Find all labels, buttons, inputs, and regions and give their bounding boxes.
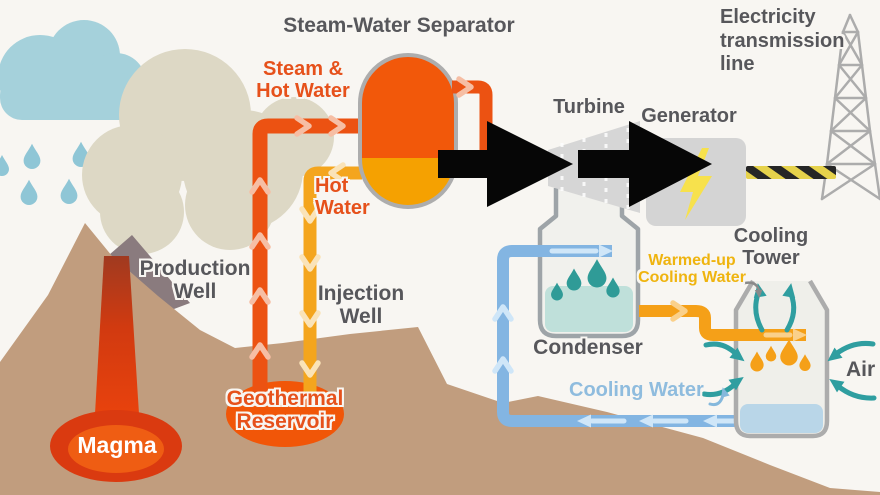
flow-arrow-1 — [438, 121, 573, 207]
separator-label: Steam-Water Separator — [283, 14, 515, 37]
warmed-cooling-water-label: Warmed-up Cooling Water — [638, 252, 746, 287]
steam-outlet-pipe — [452, 79, 493, 158]
cooling-tower-label: Cooling Tower — [733, 225, 809, 269]
condenser-icon — [537, 188, 641, 339]
cooling-water-pipe — [495, 244, 744, 428]
injection-well-pipe — [302, 165, 362, 394]
flow-arrow-2 — [578, 121, 712, 207]
steam-hot-water-label: Steam & Hot Water — [256, 58, 350, 102]
magma-label: Magma — [77, 432, 157, 458]
production-well-label: Production Well — [139, 257, 251, 303]
injection-well-label: Injection Well — [317, 282, 405, 328]
rain-cloud-icon — [0, 20, 146, 205]
power-cable-icon — [746, 166, 836, 179]
cooling-water-label: Cooling Water — [569, 379, 704, 401]
transmission-tower-icon — [820, 13, 880, 201]
hot-water-label: Hot Water — [315, 175, 370, 219]
air-label: Air — [846, 358, 876, 381]
label-hook-arrows — [708, 281, 764, 407]
geothermal-reservoir-label: Geothermal Reservoir — [226, 387, 344, 433]
generator-label: Generator — [641, 105, 737, 127]
separator-vessel-icon — [358, 53, 458, 209]
turbine-label: Turbine — [553, 96, 625, 118]
transmission-line-label: Electricity transmission line — [720, 6, 845, 76]
air-flow-arrows — [701, 281, 877, 401]
production-well-pipe — [252, 118, 362, 400]
warmed-cooling-water-pipe — [639, 303, 807, 342]
condenser-label: Condenser — [533, 336, 643, 359]
magma-icon — [50, 256, 182, 482]
lightning-bolt-icon — [680, 148, 712, 220]
